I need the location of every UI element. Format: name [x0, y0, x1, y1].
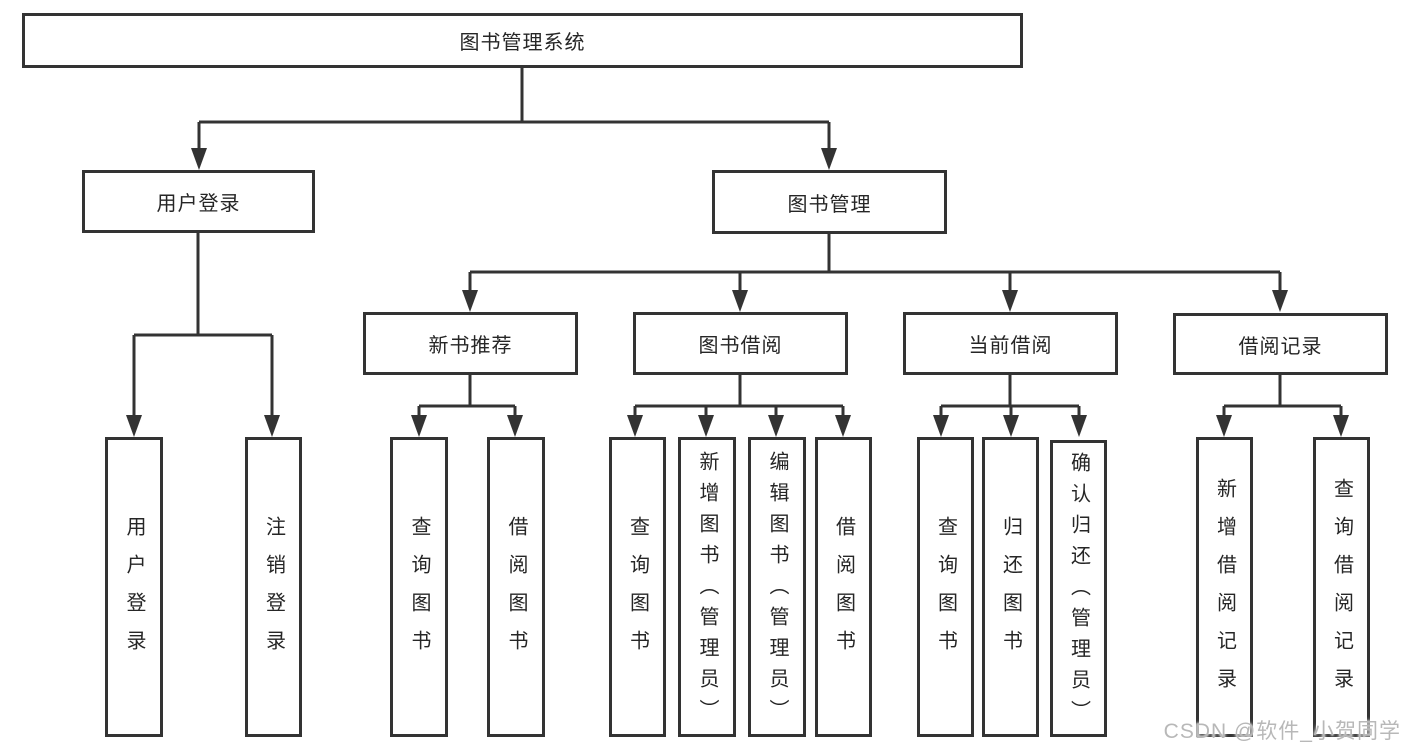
connector-user-login	[126, 233, 280, 437]
node-book-borrow-label: 图书借阅	[698, 335, 783, 357]
leaf-logout-label: 注销登录	[262, 515, 285, 668]
leaf-user-login-label: 用户登录	[123, 515, 145, 668]
leaf-add-borrow-record: 新增借阅记录	[1196, 437, 1253, 737]
leaf-query-borrow-record-label: 查询借阅记录	[1330, 477, 1353, 706]
leaf-newbook-borrow-books: 借阅图书	[487, 437, 545, 737]
arrow-down-icon	[768, 415, 784, 437]
node-book-management-label: 图书管理	[787, 193, 872, 216]
arrow-down-icon	[191, 148, 207, 170]
leaf-borrow-books-label: 借阅图书	[832, 515, 855, 668]
node-user-login-label: 用户登录	[156, 193, 241, 215]
connector-current-borrow	[933, 375, 1087, 437]
node-root-label: 图书管理系统	[459, 32, 586, 54]
leaf-return-books: 归还图书	[982, 437, 1039, 737]
node-new-book: 新书推荐	[363, 312, 578, 375]
leaf-confirm-return-admin-label: 确认归还（管理员）	[1067, 452, 1090, 731]
node-borrow-records-label: 借阅记录	[1238, 335, 1323, 358]
leaf-borrow-query-books: 查询图书	[609, 437, 666, 737]
leaf-newbook-query-books-label: 查询图书	[408, 515, 430, 668]
node-new-book-label: 新书推荐	[428, 335, 513, 357]
arrow-down-icon	[627, 415, 643, 437]
node-book-borrow: 图书借阅	[633, 312, 848, 375]
arrow-down-icon	[1002, 290, 1018, 312]
node-root: 图书管理系统	[22, 13, 1023, 68]
arrow-down-icon	[411, 415, 427, 437]
arrow-down-icon	[1333, 415, 1349, 437]
watermark: CSDN @软件_小贺同学	[1163, 720, 1401, 743]
arrow-down-icon	[698, 415, 714, 437]
arrow-down-icon	[821, 148, 837, 170]
arrow-down-icon	[1003, 415, 1019, 437]
leaf-newbook-query-books: 查询图书	[390, 437, 448, 737]
arrow-down-icon	[126, 415, 142, 437]
arrow-down-icon	[264, 415, 280, 437]
node-borrow-records: 借阅记录	[1173, 313, 1388, 375]
leaf-return-books-label: 归还图书	[999, 515, 1022, 668]
arrow-down-icon	[462, 290, 478, 312]
connector-new-book	[411, 375, 523, 437]
leaf-user-login: 用户登录	[105, 437, 163, 737]
node-user-login: 用户登录	[82, 170, 315, 233]
node-current-borrow-label: 当前借阅	[968, 335, 1053, 357]
leaf-query-borrow-record: 查询借阅记录	[1313, 437, 1370, 737]
connector-root	[191, 68, 837, 170]
connector-book-borrow	[627, 375, 851, 437]
connector-borrow-records	[1216, 375, 1349, 437]
leaf-edit-books-admin: 编辑图书（管理员）	[748, 437, 806, 737]
leaf-newbook-borrow-books-label: 借阅图书	[505, 515, 527, 668]
leaf-current-query-books-label: 查询图书	[934, 515, 957, 668]
leaf-edit-books-admin-label: 编辑图书（管理员）	[766, 450, 788, 730]
arrow-down-icon	[507, 415, 523, 437]
leaf-current-query-books: 查询图书	[917, 437, 974, 737]
leaf-logout: 注销登录	[245, 437, 302, 737]
leaf-add-books-admin: 新增图书（管理员）	[678, 437, 736, 737]
leaf-confirm-return-admin: 确认归还（管理员）	[1050, 440, 1107, 737]
arrow-down-icon	[933, 415, 949, 437]
node-current-borrow: 当前借阅	[903, 312, 1118, 375]
arrow-down-icon	[1272, 290, 1288, 312]
arrow-down-icon	[1071, 415, 1087, 437]
leaf-add-borrow-record-label: 新增借阅记录	[1213, 477, 1236, 706]
leaf-borrow-query-books-label: 查询图书	[626, 515, 649, 668]
leaf-borrow-books: 借阅图书	[815, 437, 872, 737]
arrow-down-icon	[835, 415, 851, 437]
arrow-down-icon	[732, 290, 748, 312]
connector-book-management	[462, 234, 1288, 312]
arrow-down-icon	[1216, 415, 1232, 437]
leaf-add-books-admin-label: 新增图书（管理员）	[696, 450, 718, 730]
node-book-management: 图书管理	[712, 170, 947, 234]
